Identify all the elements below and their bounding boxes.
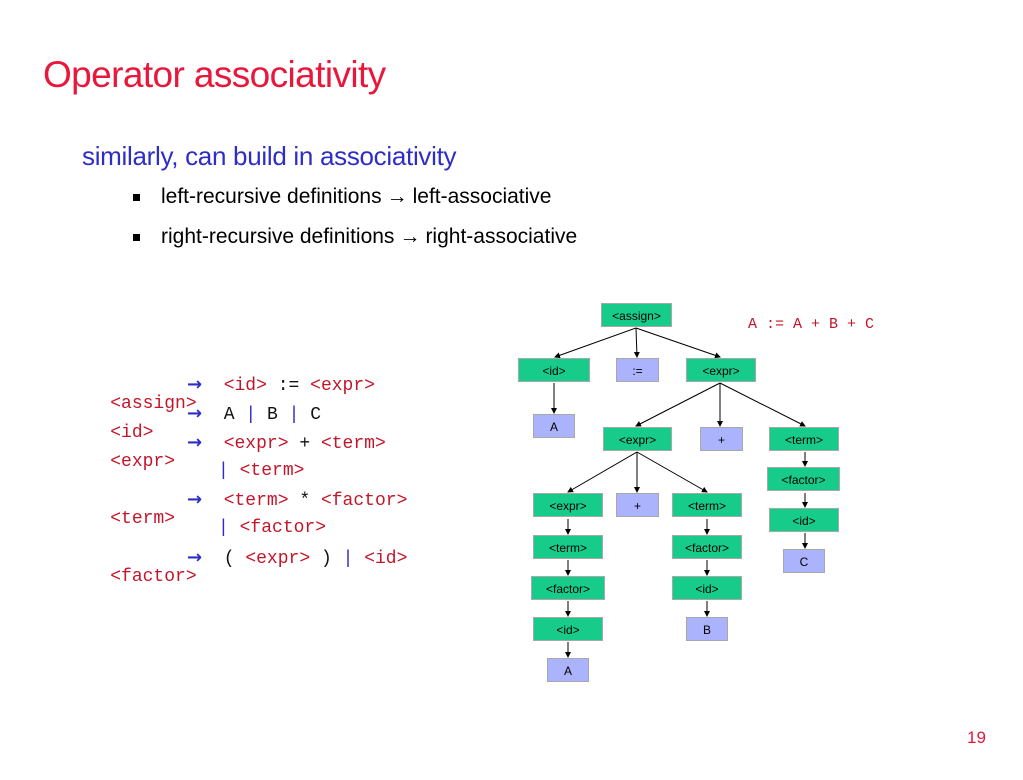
right-arrow-icon: → [187,403,203,424]
tree-node-expr: <expr> [603,427,672,451]
tree-leaf-c: C [783,549,825,573]
rule-symbol: <factor> [320,491,408,511]
rule-symbol: <expr> [245,549,311,569]
rule-lhs: <term> [110,509,176,529]
grammar-rule-assign-rhs: → <id> := <expr> [187,374,375,398]
edge [719,382,806,427]
rule-symbol: <id> [223,376,267,396]
tree-node-factor: <factor> [767,467,840,491]
edge [554,327,637,359]
rule-bar: | [342,549,354,569]
tree-node-term: <term> [672,493,742,517]
tree-node-term: <term> [769,427,839,451]
tree-node-id: <id> [769,508,839,532]
grammar-rule-expr-rhs: → <expr> + <term> [187,432,386,456]
bullet-text: right-recursive definitions [161,225,395,248]
tree-node-id: <id> [672,576,742,600]
grammar-rule-id-rhs: → A | B | C [187,403,321,427]
grammar-rule-expr: <expr> [67,432,175,472]
rule-symbol: + [299,434,311,454]
rule-symbol: <expr> [223,434,289,454]
bullet-right-recursive: right-recursive definitions → right-asso… [133,225,577,249]
grammar-rule-expr-alt: | <term> [218,461,304,485]
page-number: 19 [967,728,986,747]
tree-node-id: <id> [533,617,603,641]
grammar-rule-id: <id> [67,403,153,443]
tree-node-expr: <expr> [533,493,603,517]
right-arrow-icon: → [187,432,203,453]
edge [635,382,721,427]
bullet-left-recursive: left-recursive definitions → left-associ… [133,185,551,209]
rule-symbol: <id> [364,549,408,569]
edge [635,327,721,359]
bullet-result: right-associative [425,225,578,248]
square-bullet-icon [133,233,140,241]
rule-symbol: <expr> [310,376,375,396]
rule-lhs: <expr> [110,452,176,472]
grammar-rule-term-alt: | <factor> [218,518,326,542]
tree-node-plus: + [616,493,659,517]
rule-symbol: <term> [239,461,305,481]
edge [636,451,708,493]
rule-symbol: ) [320,549,332,569]
rule-lhs: <id> [110,423,154,443]
tree-node-term: <term> [533,535,603,559]
right-arrow-icon: → [187,374,203,395]
rule-symbol: A [223,405,235,425]
rule-symbol: C [310,405,322,425]
rule-symbol: B [266,405,278,425]
slide-title: Operator associativity [43,54,386,95]
rule-symbol: <factor> [239,518,327,538]
tree-node-assign-op: := [616,358,659,382]
rule-bar: | [218,461,229,481]
right-arrow-icon: → [386,185,408,208]
tree-node-factor: <factor> [672,535,742,559]
tree-leaf-a: A [547,658,589,682]
grammar-rule-term: <term> [67,489,175,529]
grammar-rule-assign: <assign> [67,374,196,414]
example-expression: A := A + B + C [748,316,875,333]
edge [633,327,640,358]
rule-symbol: <term> [223,491,289,511]
edge [567,451,638,493]
tree-node-assign: <assign> [601,303,672,327]
rule-symbol: <term> [320,434,386,454]
grammar-rule-term-rhs: → <term> * <factor> [187,489,407,513]
tree-leaf-a: A [533,414,575,438]
square-bullet-icon [133,193,140,201]
right-arrow-icon: → [399,225,421,248]
tree-node-factor: <factor> [531,576,605,600]
rule-symbol: ( [223,549,235,569]
bullet-result: left-associative [412,185,552,208]
rule-bar: | [245,405,257,425]
right-arrow-icon: → [187,547,203,568]
rule-lhs: <assign> [110,394,197,414]
tree-node-plus: + [700,427,743,451]
grammar-rule-factor-rhs: → ( <expr> ) | <id> [187,547,407,571]
right-arrow-icon: → [187,489,203,510]
rule-bar: | [218,518,229,538]
bullet-text: left-recursive definitions [161,185,382,208]
tree-leaf-b: B [686,617,728,641]
rule-symbol: := [277,376,300,396]
rule-bar: | [288,405,300,425]
rule-lhs: <factor> [110,567,197,587]
grammar-rule-factor: <factor> [67,547,196,587]
slide-subtitle: similarly, can build in associativity [82,141,457,171]
tree-node-expr: <expr> [686,358,756,382]
tree-node-id: <id> [518,358,590,382]
rule-symbol: * [299,491,311,511]
